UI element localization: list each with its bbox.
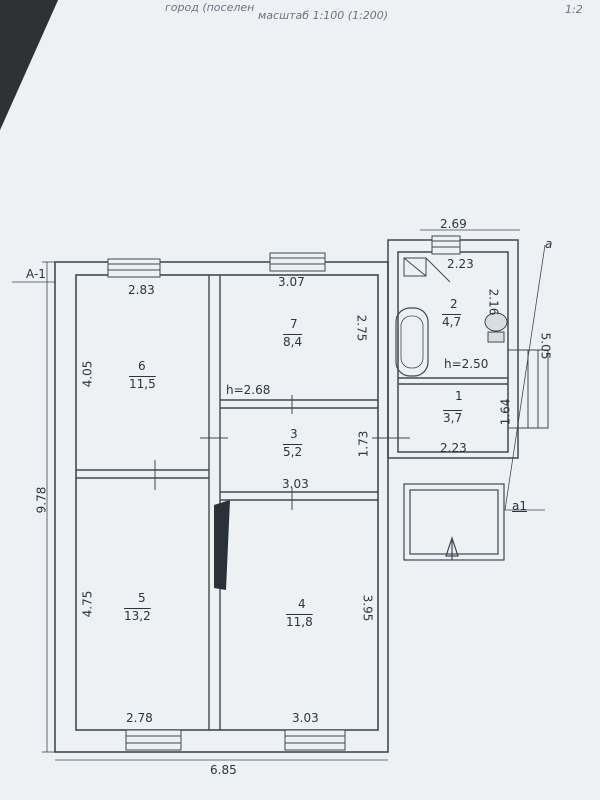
room5-width-label: 2.78 <box>126 711 153 725</box>
header-scale-line: масштаб 1:100 (1:200) <box>258 9 389 22</box>
window-bottom-left <box>125 729 182 751</box>
room4-number: 4 <box>298 597 306 611</box>
paper-shadow <box>0 0 58 130</box>
porch-outline <box>403 483 505 561</box>
room3-width-label: 3.03 <box>282 477 309 491</box>
annex-height-label: 5.05 <box>538 332 553 360</box>
main-house-walls <box>54 261 389 753</box>
room7-number: 7 <box>290 317 298 331</box>
interior-walls <box>76 275 378 730</box>
room4-width-label: 3.03 <box>292 711 319 725</box>
room5-height-label: 4.75 <box>80 590 95 618</box>
room6-width-label: 2.83 <box>128 283 155 297</box>
toilet-icon <box>484 312 508 343</box>
room1-height-label: 1.64 <box>498 398 513 426</box>
annex-width-label: 2.69 <box>440 217 467 231</box>
header-city-line: город (поселен <box>165 1 255 14</box>
room3-number: 3 <box>290 427 298 441</box>
window-bottom-right <box>284 729 346 751</box>
room5-number: 5 <box>138 591 146 605</box>
room2-area: 4,7 <box>442 315 462 329</box>
room5-area: 13,2 <box>124 609 151 623</box>
boiler-icon <box>403 257 451 283</box>
room7-height-label: 2.75 <box>354 314 369 342</box>
window-top-right <box>269 252 326 272</box>
room3-height-label: 1.73 <box>356 430 371 458</box>
ceiling-height-main: h=2.68 <box>226 383 271 397</box>
annex-window <box>431 235 461 255</box>
room7-area: 8,4 <box>283 335 303 349</box>
room4-area: 11,8 <box>286 615 313 629</box>
room6-area: 11,5 <box>129 377 156 391</box>
stove-icon <box>214 500 230 590</box>
room1-area: 3,7 <box>443 411 463 425</box>
overall-width-label: 6.85 <box>210 763 237 777</box>
room6-height-label: 4.05 <box>80 360 95 388</box>
header-corner-mark: 1:2 <box>565 3 583 16</box>
room2-height-label: 2.16 <box>486 288 501 316</box>
room2-number: 2 <box>450 297 458 311</box>
bathtub-icon <box>395 307 429 377</box>
ceiling-height-annex: h=2.50 <box>444 357 489 371</box>
door-marks <box>154 395 410 510</box>
room3-area: 5,2 <box>283 445 303 459</box>
overall-height-label: 9.78 <box>34 486 49 514</box>
room7-width-label: 3.07 <box>278 275 305 289</box>
room4-height-label: 3.95 <box>360 594 375 622</box>
porch-mark: а1 <box>512 499 527 513</box>
steps <box>507 349 549 429</box>
room1-number: 1 <box>455 389 463 403</box>
section-mark: A-1 <box>26 267 46 281</box>
room1-width-label: 2.23 <box>440 441 467 455</box>
annex-mark: а <box>545 237 553 251</box>
room6-number: 6 <box>138 359 146 373</box>
room2-width-label: 2.23 <box>447 257 474 271</box>
window-top-left <box>107 258 161 278</box>
dimension-lines <box>12 229 546 761</box>
